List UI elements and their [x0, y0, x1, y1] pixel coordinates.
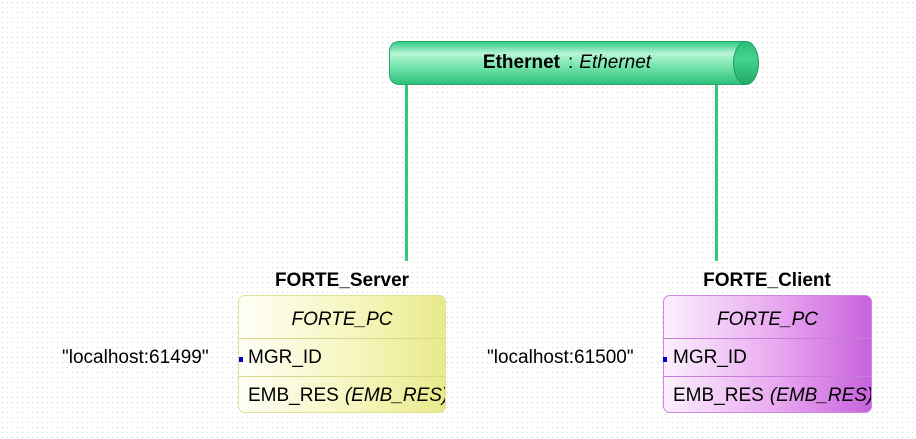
- client-divider-1: [664, 338, 871, 339]
- server-divider-2: [239, 376, 445, 377]
- server-device-type: FORTE_PC: [291, 309, 393, 330]
- server-mgr-id-param[interactable]: MGR_ID: [248, 347, 322, 368]
- client-device[interactable]: FORTE_PC MGR_ID EMB_RES (EMB_RES): [663, 295, 872, 413]
- segment-cylinder-cap: [733, 41, 759, 85]
- server-device-name: FORTE_Server: [274, 270, 410, 291]
- server-resource-type: (EMB_RES): [344, 385, 446, 406]
- ethernet-segment[interactable]: Ethernet : Ethernet: [389, 41, 761, 85]
- client-param-value[interactable]: "localhost:61500": [487, 347, 634, 368]
- client-divider-2: [664, 376, 871, 377]
- client-resource-name: EMB_RES: [673, 385, 764, 406]
- client-device-name: FORTE_Client: [703, 270, 831, 291]
- server-param-marker: [239, 357, 243, 362]
- server-segment-connection[interactable]: [405, 85, 408, 261]
- server-param-value[interactable]: "localhost:61499": [62, 347, 209, 368]
- segment-type: Ethernet: [579, 52, 652, 73]
- server-divider-1: [239, 338, 445, 339]
- client-resource-type: (EMB_RES): [769, 385, 872, 406]
- segment-separator: :: [567, 52, 574, 73]
- server-resource-name: EMB_RES: [248, 385, 339, 406]
- client-segment-connection[interactable]: [715, 85, 718, 261]
- segment-name: Ethernet: [482, 52, 560, 73]
- segment-cylinder-body: [389, 41, 745, 85]
- server-resource[interactable]: EMB_RES (EMB_RES): [239, 378, 446, 412]
- client-param-marker: [663, 357, 667, 362]
- segment-label: Ethernet : Ethernet: [389, 41, 745, 85]
- client-mgr-id-param[interactable]: MGR_ID: [673, 347, 747, 368]
- server-device[interactable]: FORTE_PC MGR_ID EMB_RES (EMB_RES): [238, 295, 446, 413]
- client-device-type: FORTE_PC: [716, 309, 818, 330]
- client-resource[interactable]: EMB_RES (EMB_RES): [664, 378, 872, 412]
